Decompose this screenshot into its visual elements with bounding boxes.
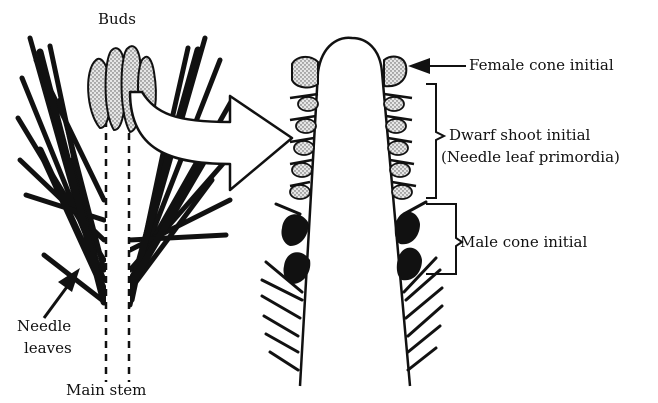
needle-leaf-primordia-label: (Needle leaf primordia) (441, 148, 620, 166)
female-cone-pointer-arrow (408, 58, 466, 74)
leaves-label: leaves (24, 339, 72, 357)
main-stem-label: Main stem (66, 381, 146, 399)
shoot-apex (300, 38, 410, 386)
needle-pointer-arrow (44, 268, 80, 318)
needle-label: Needle (17, 317, 71, 335)
dwarf-shoot-initial-label: Dwarf shoot initial (449, 126, 590, 144)
main-stem (106, 120, 130, 382)
male-cone-initial-label: Male cone initial (460, 233, 587, 251)
female-cone-initial-label: Female cone initial (469, 56, 614, 74)
buds-label: Buds (98, 10, 136, 28)
dwarf-shoot-bracket (426, 84, 444, 198)
